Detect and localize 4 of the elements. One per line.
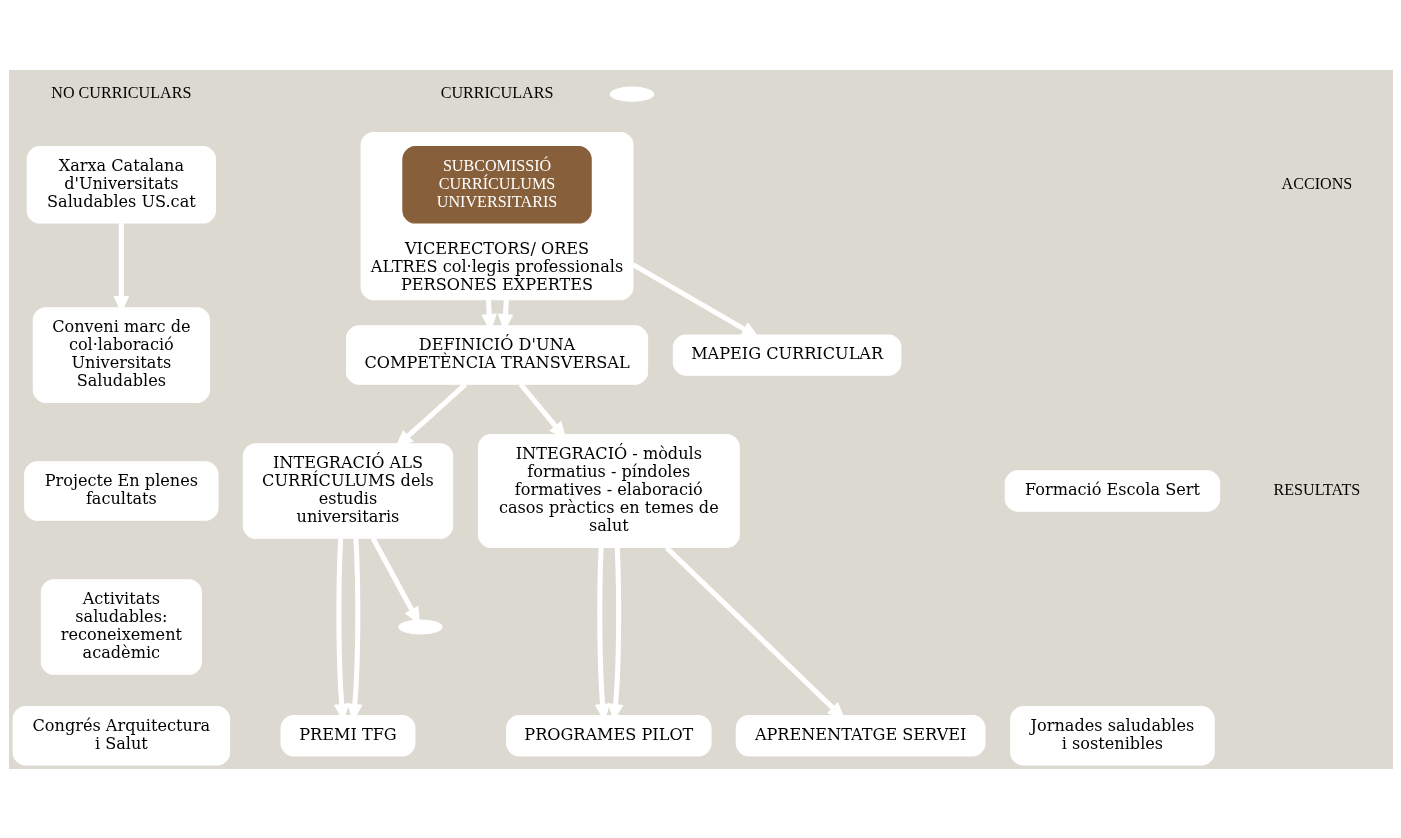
label: NO CURRICULARS (50, 83, 191, 101)
label: ACCIONS (1281, 174, 1352, 192)
label: CURRICULARS (440, 83, 553, 101)
label: RESULTATS (1273, 480, 1360, 498)
